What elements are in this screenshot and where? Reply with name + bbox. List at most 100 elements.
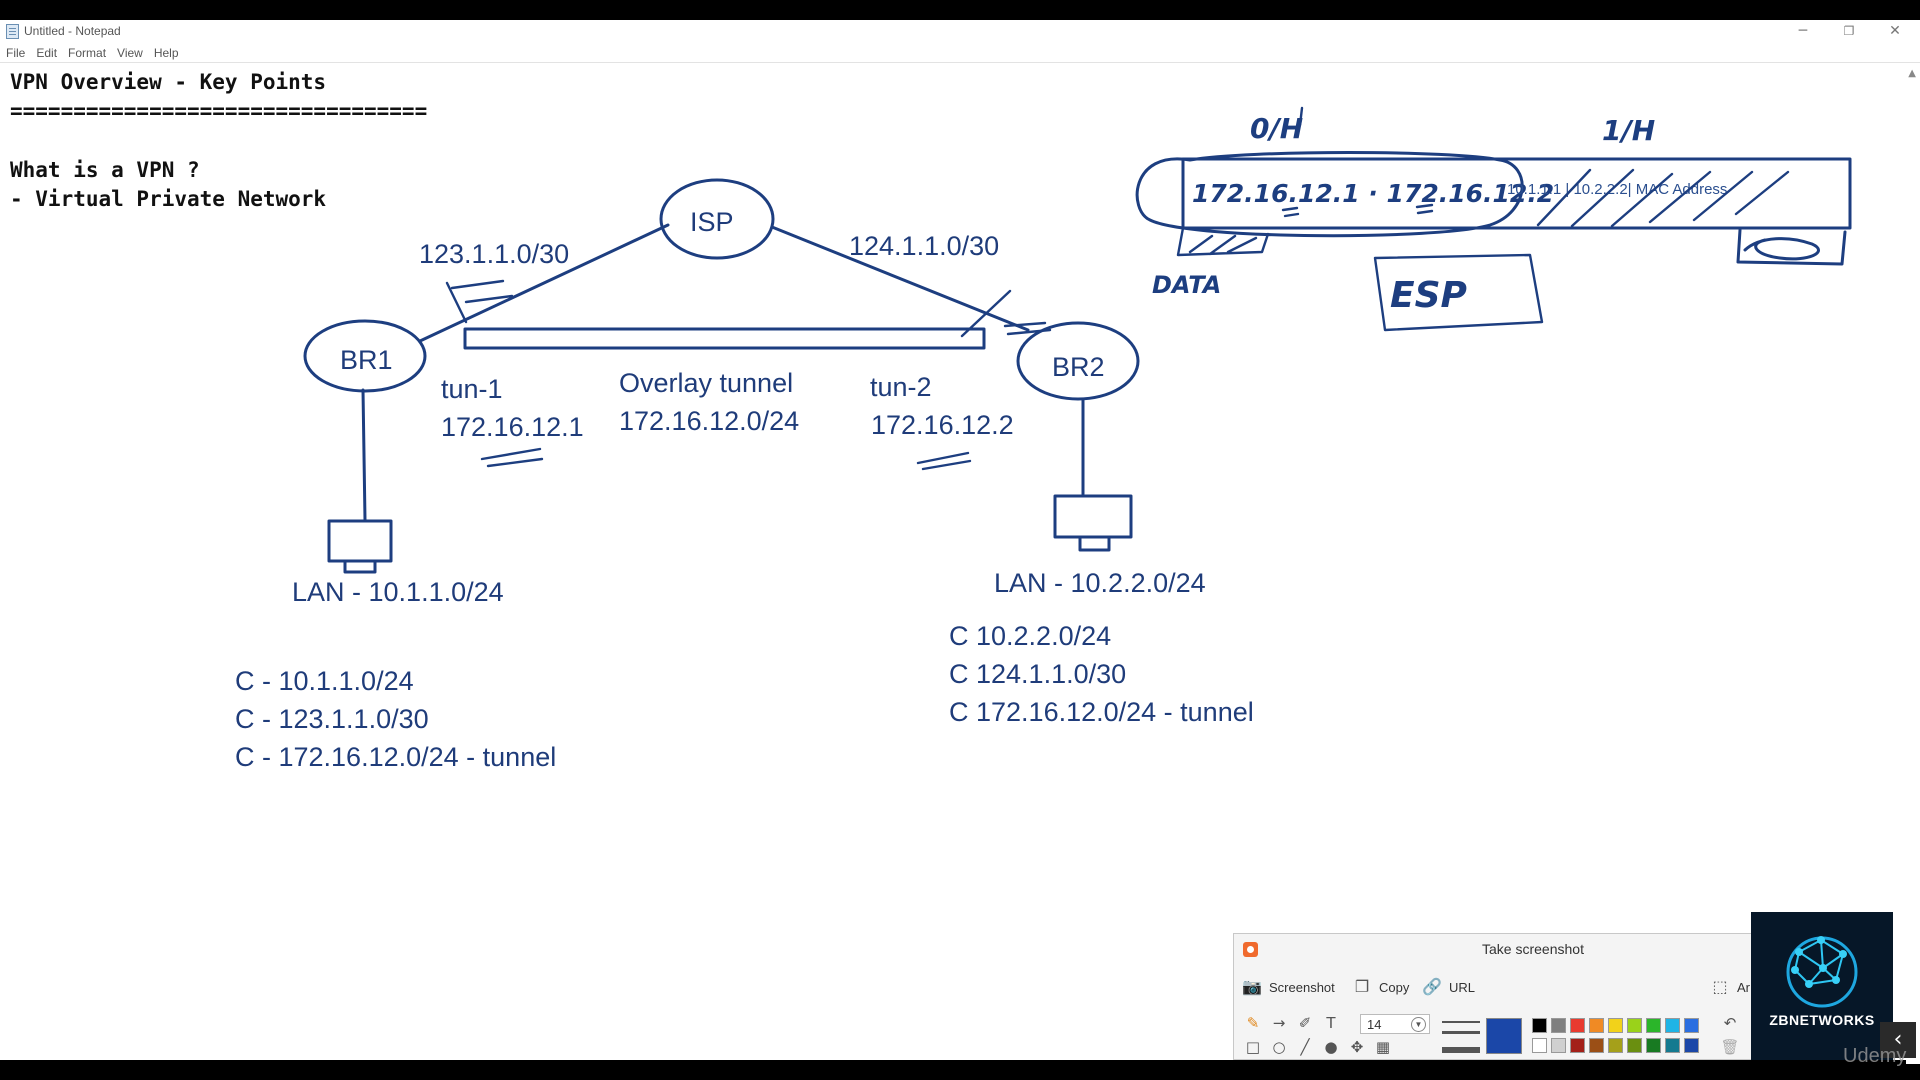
- color-swatch[interactable]: [1570, 1018, 1585, 1033]
- menu-view[interactable]: View: [117, 46, 143, 60]
- highlighter-tool-icon[interactable]: ✐: [1298, 1014, 1312, 1032]
- packet-printed-text: 10.1.1.1 | 10.2.2.2| MAC Address: [1507, 181, 1727, 198]
- sketch-mark-left: 0/H: [1250, 112, 1303, 145]
- lan-right-label: LAN - 10.2.2.0/24: [994, 568, 1206, 598]
- url-button[interactable]: 🔗URL: [1422, 977, 1476, 996]
- vertical-scrollbar[interactable]: [1906, 64, 1920, 1064]
- arrow-tool-icon[interactable]: →: [1272, 1014, 1286, 1032]
- lan-left-label: LAN - 10.1.1.0/24: [292, 577, 504, 607]
- move-tool-icon[interactable]: ✥: [1350, 1038, 1364, 1056]
- color-swatch[interactable]: [1627, 1038, 1642, 1053]
- color-swatch[interactable]: [1589, 1038, 1604, 1053]
- menu-file[interactable]: File: [6, 46, 26, 60]
- br1-route-2: C - 123.1.1.0/30: [235, 704, 429, 734]
- link-br1-isp: [418, 223, 670, 343]
- globe-network-icon: [1786, 936, 1858, 1008]
- color-swatch[interactable]: [1570, 1038, 1585, 1053]
- undo-icon[interactable]: ↶: [1723, 1014, 1737, 1032]
- color-swatch[interactable]: [1532, 1038, 1547, 1053]
- area-select-button[interactable]: ⬚Ar: [1710, 974, 1750, 1000]
- tunnel-label: Overlay tunnel: [619, 368, 793, 398]
- ellipse-tool-icon[interactable]: ○: [1272, 1038, 1286, 1056]
- screenshot-app-icon: [1243, 942, 1258, 957]
- notepad-text-area[interactable]: VPN Overview - Key Points ==============…: [10, 70, 428, 212]
- pc-left-icon: [327, 519, 393, 563]
- underline-tun1: [480, 447, 544, 468]
- color-swatch[interactable]: [1589, 1018, 1604, 1033]
- link-label-br1-isp: 123.1.1.0/30: [419, 239, 569, 269]
- color-swatch[interactable]: [1646, 1038, 1661, 1053]
- line-tool-icon[interactable]: ╱: [1300, 1038, 1310, 1056]
- blur-tool-icon[interactable]: ▦: [1375, 1038, 1391, 1056]
- restore-button[interactable]: ❐: [1843, 24, 1855, 38]
- trailer-scribble: [1736, 228, 1847, 266]
- color-swatch[interactable]: [1627, 1018, 1642, 1033]
- screenshot-tool-panel: Take screenshot 📷Screenshot ❐Copy 🔗URL ⬚…: [1233, 933, 1753, 1060]
- color-swatch[interactable]: [1646, 1018, 1661, 1033]
- br2-label: BR2: [1052, 352, 1105, 382]
- copy-icon: ❐: [1354, 977, 1370, 996]
- text-tool-icon[interactable]: T: [1326, 1014, 1336, 1032]
- minimize-button[interactable]: ─: [1798, 23, 1808, 39]
- color-swatch[interactable]: [1532, 1018, 1547, 1033]
- color-swatch[interactable]: [1684, 1018, 1699, 1033]
- br2-route-3: C 172.16.12.0/24 - tunnel: [949, 697, 1254, 727]
- sketch-mark-right: 1/H: [1602, 114, 1655, 147]
- br2-route-1: C 10.2.2.0/24: [949, 621, 1111, 651]
- pen-tool-icon[interactable]: ✎: [1246, 1014, 1260, 1032]
- color-swatch[interactable]: [1665, 1038, 1680, 1053]
- chevron-down-icon: ▼: [1411, 1017, 1426, 1032]
- camera-icon: 📷: [1242, 977, 1262, 996]
- collapse-chevron-icon[interactable]: ‹: [1880, 1022, 1916, 1058]
- color-swatch[interactable]: [1608, 1018, 1623, 1033]
- font-size-select[interactable]: 14 ▼: [1360, 1014, 1430, 1034]
- menu-bar: File Edit Format View Help: [0, 43, 1920, 63]
- color-swatch[interactable]: [1608, 1038, 1623, 1053]
- drawing-tools: ✎ → ✐ T □ ○ ╱ ● ✥ ▦ 14 ▼: [1242, 1012, 1430, 1058]
- packet-equal-marks: [1281, 203, 1434, 218]
- tunnel-network: 172.16.12.0/24: [619, 406, 799, 436]
- overlay-tunnel: [463, 327, 986, 350]
- packet-box: [1181, 157, 1852, 230]
- br1-node: [303, 319, 427, 393]
- menu-help[interactable]: Help: [153, 46, 179, 60]
- zbnetworks-logo: ZBNETWORKS: [1751, 912, 1893, 1060]
- notepad-icon: [6, 24, 19, 39]
- close-button[interactable]: ✕: [1889, 23, 1901, 39]
- esp-box: [1373, 253, 1544, 332]
- screenshot-actions: 📷Screenshot ❐Copy 🔗URL ⬚Ar: [1234, 974, 1752, 1000]
- rectangle-tool-icon[interactable]: □: [1245, 1038, 1261, 1056]
- color-swatch[interactable]: [1551, 1038, 1566, 1053]
- copy-button[interactable]: ❐Copy: [1352, 974, 1410, 1000]
- esp-label: ESP: [1390, 275, 1467, 316]
- title-bar: Untitled - Notepad ─ ❐ ✕: [0, 20, 1920, 43]
- color-swatch[interactable]: [1684, 1038, 1699, 1053]
- scroll-up-icon[interactable]: ▲: [1908, 68, 1916, 79]
- current-color-swatch[interactable]: [1486, 1018, 1522, 1054]
- packet-hatching: [1536, 168, 1790, 228]
- line-style-thick[interactable]: [1442, 1047, 1480, 1053]
- line-style-medium[interactable]: [1442, 1031, 1480, 1034]
- logo-text: ZBNETWORKS: [1769, 1012, 1875, 1028]
- data-label: DATA: [1152, 271, 1221, 299]
- fill-tool-icon[interactable]: ●: [1324, 1038, 1338, 1056]
- br2-node: [1016, 321, 1140, 401]
- trash-icon[interactable]: 🗑: [1720, 1038, 1740, 1056]
- pc-right-base-icon: [1078, 535, 1111, 552]
- line-style-thin[interactable]: [1442, 1021, 1480, 1023]
- packet-header-circle: [1135, 151, 1524, 238]
- menu-edit[interactable]: Edit: [36, 46, 58, 60]
- isp-node: [659, 178, 775, 260]
- color-swatch[interactable]: [1665, 1018, 1680, 1033]
- color-swatch[interactable]: [1551, 1018, 1566, 1033]
- tun2-name: tun-2: [870, 372, 932, 402]
- br1-route-1: C - 10.1.1.0/24: [235, 666, 414, 696]
- screenshot-button[interactable]: 📷Screenshot: [1242, 977, 1335, 996]
- screenshot-tool-title: Take screenshot: [1482, 941, 1584, 957]
- packet-hand-ips: 172.16.12.1 · 172.16.12.2: [1192, 179, 1554, 208]
- br2-route-2: C 124.1.1.0/30: [949, 659, 1126, 689]
- menu-format[interactable]: Format: [68, 46, 107, 60]
- pc-left-base-icon: [343, 559, 377, 574]
